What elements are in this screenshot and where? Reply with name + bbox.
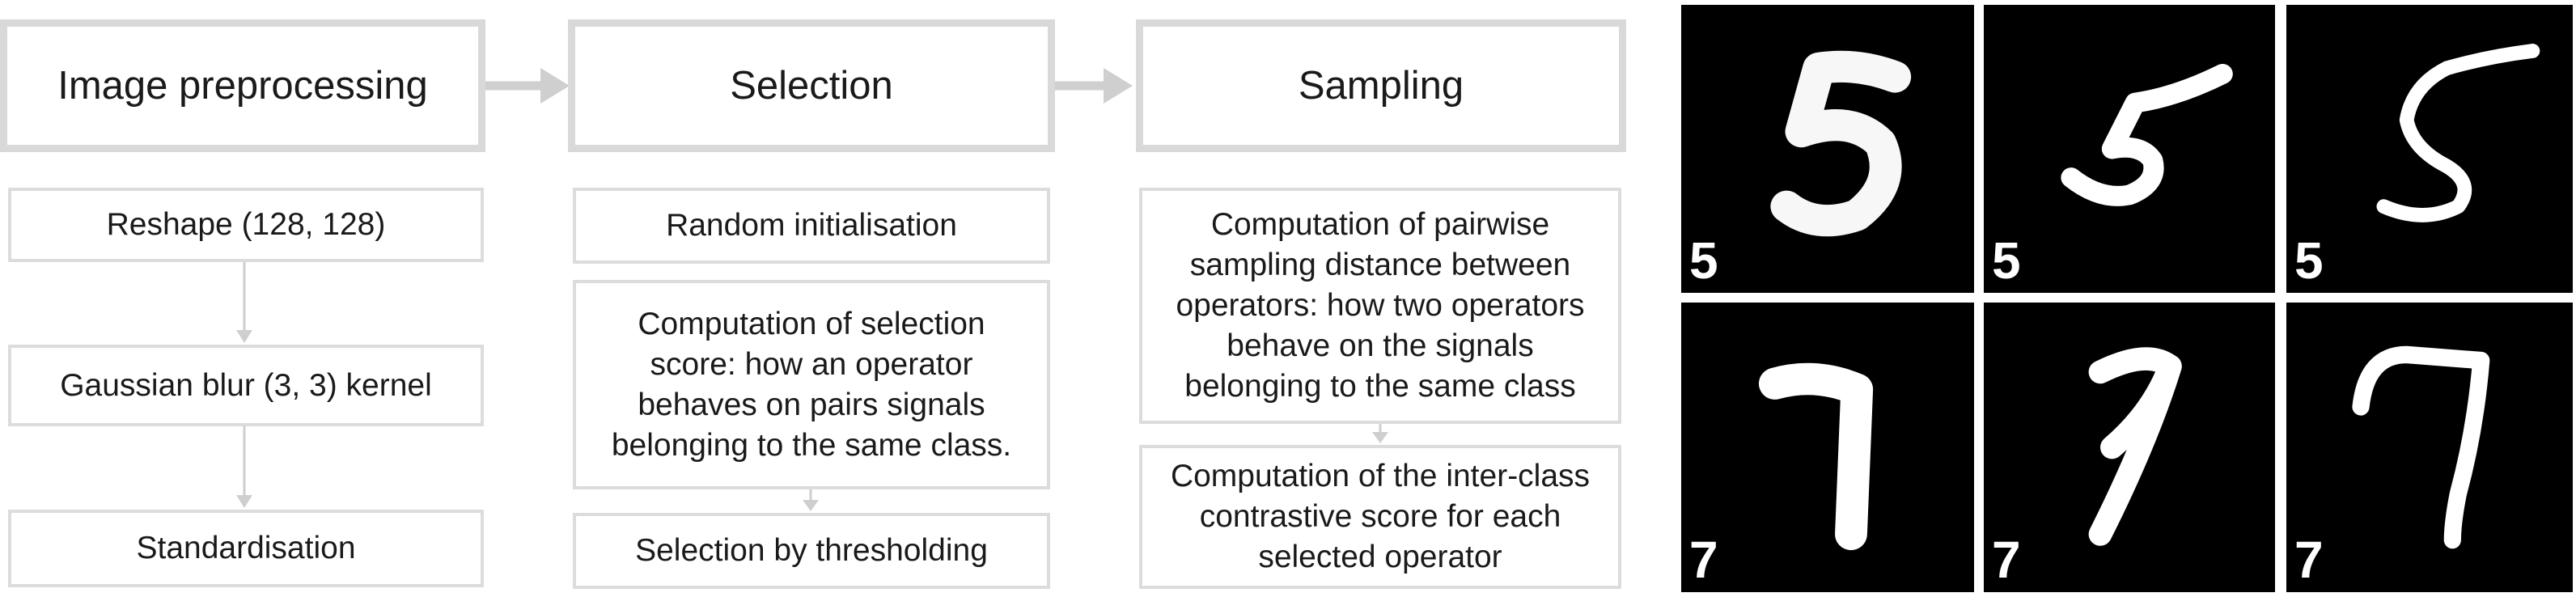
step-random-initialisation: Random initialisation xyxy=(573,188,1050,264)
digit-five-glyph xyxy=(2376,44,2540,222)
step-label: Selection by thresholding xyxy=(635,533,988,568)
step-pairwise-sampling-distance: Computation of pairwise sampling distanc… xyxy=(1139,188,1621,424)
step-standardisation: Standardisation xyxy=(8,510,484,587)
step-label: Random initialisation xyxy=(666,208,957,243)
stage-header-sampling: Sampling xyxy=(1136,19,1626,152)
digit-five-glyph xyxy=(1770,50,1912,237)
step-contrastive-score: Computation of the inter-class contrasti… xyxy=(1139,445,1621,589)
step-label: Computation of the inter-class contrasti… xyxy=(1170,459,1591,574)
sample-image-seven: 7 xyxy=(1681,303,1974,592)
digit-label: 5 xyxy=(1992,231,2021,290)
digit-label: 7 xyxy=(1689,531,1718,589)
step-gaussian-blur: Gaussian blur (3, 3) kernel xyxy=(8,345,484,426)
digit-five-glyph xyxy=(2061,63,2233,206)
arrowhead-preprocessing-to-selection xyxy=(540,68,570,104)
arrowhead-selection-to-sampling xyxy=(1104,68,1133,104)
step-reshape: Reshape (128, 128) xyxy=(8,188,484,262)
step-label: Gaussian blur (3, 3) kernel xyxy=(60,367,432,403)
step-thresholding: Selection by thresholding xyxy=(573,513,1050,589)
stage-header-selection: Selection xyxy=(568,19,1055,152)
sample-image-five: 5 xyxy=(1984,5,2275,293)
step-label: Reshape (128, 128) xyxy=(106,207,386,242)
sample-image-seven: 7 xyxy=(1984,303,2275,592)
flow-connectors xyxy=(236,68,1388,511)
step-selection-score: Computation of selection score: how an o… xyxy=(573,280,1050,489)
sample-image-five: 5 xyxy=(1681,5,1974,293)
digit-seven-glyph xyxy=(1758,362,1874,551)
sample-image-seven: 7 xyxy=(2286,303,2573,592)
digit-label: 7 xyxy=(1992,531,2021,589)
digit-seven-glyph xyxy=(2088,347,2182,546)
stage-header-image-preprocessing: Image preprocessing xyxy=(0,19,485,152)
digit-label: 7 xyxy=(2294,531,2324,589)
sample-image-five: 5 xyxy=(2286,5,2573,293)
stage-title: Image preprocessing xyxy=(57,64,428,108)
step-label: Computation of pairwise sampling distanc… xyxy=(1176,207,1585,404)
step-label: Standardisation xyxy=(136,531,356,565)
digit-label: 5 xyxy=(2294,231,2324,290)
digit-seven-glyph xyxy=(2352,345,2490,549)
digit-label: 5 xyxy=(1689,231,1718,290)
step-label: Computation of selection score: how an o… xyxy=(611,306,1012,463)
stage-title: Selection xyxy=(730,64,893,108)
stage-title: Sampling xyxy=(1298,64,1464,108)
